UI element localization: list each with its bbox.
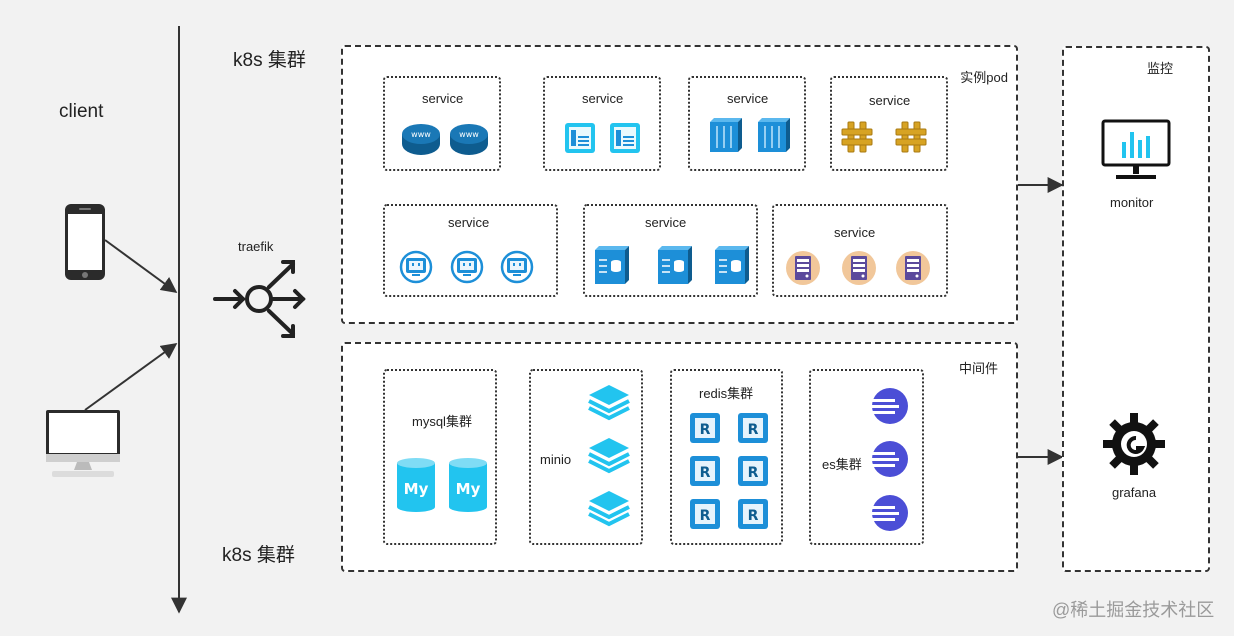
service-label: service <box>645 215 687 230</box>
stacked-layers-icon <box>588 385 630 527</box>
es-cluster-box[interactable]: es集群 <box>809 369 924 545</box>
monitoring-label: 监控 <box>1147 61 1174 76</box>
redis-chip-icon: R R R R R R <box>690 413 768 529</box>
service-label: service <box>582 91 624 106</box>
service-label: service <box>422 91 464 106</box>
svg-text:R: R <box>700 465 711 481</box>
dashboard-panel-icon <box>565 123 640 153</box>
svg-text:R: R <box>700 508 711 524</box>
es-cluster-label: es集群 <box>822 457 862 472</box>
desktop-computer-icon <box>46 410 120 477</box>
redis-chip: R <box>690 499 720 529</box>
grafana-logo-icon <box>1103 413 1165 475</box>
service-box-6[interactable]: service <box>583 204 758 297</box>
cluster-label-top: k8s 集群 <box>233 50 306 71</box>
redis-chip: R <box>738 413 768 443</box>
watermark-text: @稀土掘金技术社区 <box>1052 600 1215 620</box>
svg-text:R: R <box>748 422 759 438</box>
circle-display-icon <box>399 250 534 284</box>
svg-text:My: My <box>456 480 481 498</box>
service-label: service <box>834 225 876 240</box>
monitoring-panel: 监控 monitor grafana <box>1062 46 1210 572</box>
redis-cluster-label: redis集群 <box>699 386 754 401</box>
desktop-to-axis-arrow <box>84 343 178 411</box>
minio-box[interactable]: minio <box>529 369 643 545</box>
service-label: service <box>727 91 769 106</box>
mysql-database-icon: My My <box>397 458 487 512</box>
pod-instances-label: 实例pod <box>960 70 1008 85</box>
www-disk-icon: www www <box>402 124 488 155</box>
server-rack-icon <box>710 118 790 152</box>
svg-text:R: R <box>748 465 759 481</box>
redis-chip: R <box>690 413 720 443</box>
service-box-4[interactable]: service <box>830 76 948 171</box>
service-box-2[interactable]: service <box>543 76 661 171</box>
hash-app-icon <box>841 121 927 153</box>
grafana-label: grafana <box>1112 485 1157 500</box>
client-label: client <box>59 101 104 122</box>
mysql-cluster-box[interactable]: mysql集群 My My <box>383 369 497 545</box>
minio-label: minio <box>540 452 572 467</box>
svg-text:My: My <box>404 480 429 498</box>
service-box-3[interactable]: service <box>688 76 806 171</box>
middleware-label: 中间件 <box>958 361 998 376</box>
service-box-7[interactable]: service <box>772 204 948 297</box>
service-box-5[interactable]: service <box>383 204 558 297</box>
monitor-chart-icon <box>1101 119 1171 179</box>
svg-text:R: R <box>748 508 759 524</box>
service-box-1[interactable]: service www www <box>383 76 501 171</box>
phone-to-axis-arrow <box>104 239 178 293</box>
service-label: service <box>448 215 490 230</box>
svg-text:R: R <box>700 422 711 438</box>
storage-cube-icon <box>595 246 749 284</box>
smartphone-icon <box>65 204 105 280</box>
monitor-label: monitor <box>1110 195 1154 210</box>
server-badge-icon <box>786 251 930 285</box>
service-label: service <box>869 93 911 108</box>
redis-chip: R <box>690 456 720 486</box>
elasticsearch-icon <box>871 388 908 531</box>
redis-cluster-box[interactable]: redis集群 R R R R R R <box>670 369 783 545</box>
svg-text:www: www <box>411 130 431 139</box>
redis-chip: R <box>738 499 768 529</box>
cluster-label-bottom: k8s 集群 <box>222 545 295 566</box>
traefik-label: traefik <box>238 239 274 254</box>
svg-text:www: www <box>459 130 479 139</box>
traefik-router-icon <box>213 260 306 338</box>
mysql-cluster-label: mysql集群 <box>412 414 472 429</box>
redis-chip: R <box>738 456 768 486</box>
